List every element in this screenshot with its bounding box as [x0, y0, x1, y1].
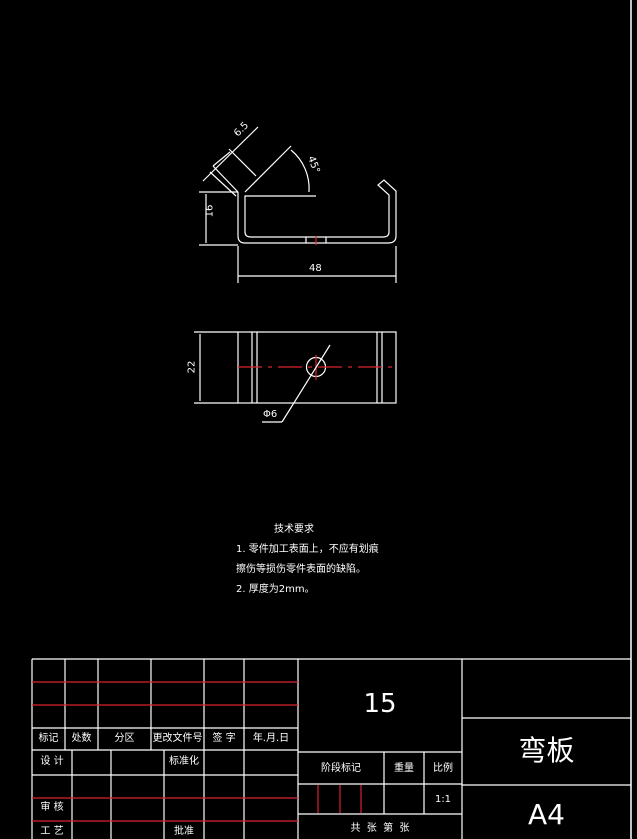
dim-height: 16 [204, 204, 216, 218]
header-change-doc: 更改文件号 [152, 733, 203, 744]
role-process: 工 艺 [40, 826, 64, 837]
header-zone: 分区 [114, 733, 135, 744]
header-count: 处数 [71, 733, 92, 744]
header-mark: 标记 [38, 733, 59, 744]
role-approve: 批准 [174, 826, 194, 837]
header-date: 年.月.日 [252, 733, 290, 744]
notes-line: 2. 厚度为2mm。 [236, 584, 315, 595]
sheet-size: A4 [528, 798, 565, 831]
header-signature: 签 字 [212, 733, 236, 744]
scale-label: 比例 [433, 763, 453, 774]
role-review: 审 核 [40, 802, 64, 813]
title-block-red-lines [32, 681, 362, 822]
drawing-number: 15 [363, 689, 397, 719]
notes-title: 技术要求 [274, 524, 314, 535]
part-name: 弯板 [518, 734, 575, 767]
weight-label: 重量 [394, 763, 414, 774]
top-view [194, 331, 398, 423]
dim-top-width: 22 [186, 360, 198, 374]
front-view [199, 126, 397, 283]
dim-width: 48 [309, 263, 322, 274]
notes-line: 擦伤等损伤零件表面的缺陷。 [236, 564, 366, 575]
role-design: 设 计 [40, 756, 64, 767]
role-standardization: 标准化 [169, 756, 199, 767]
stage-mark-label: 阶段标记 [321, 763, 361, 774]
dim-hole: Φ6 [263, 409, 278, 420]
technical-requirements: 技术要求 1. 零件加工表面上，不应有划痕 擦伤等损伤零件表面的缺陷。 2. 厚… [236, 520, 379, 600]
notes-line: 1. 零件加工表面上，不应有划痕 [236, 544, 379, 555]
sheet-info: 共 张 第 张 [350, 823, 410, 834]
scale-value: 1:1 [434, 794, 452, 805]
